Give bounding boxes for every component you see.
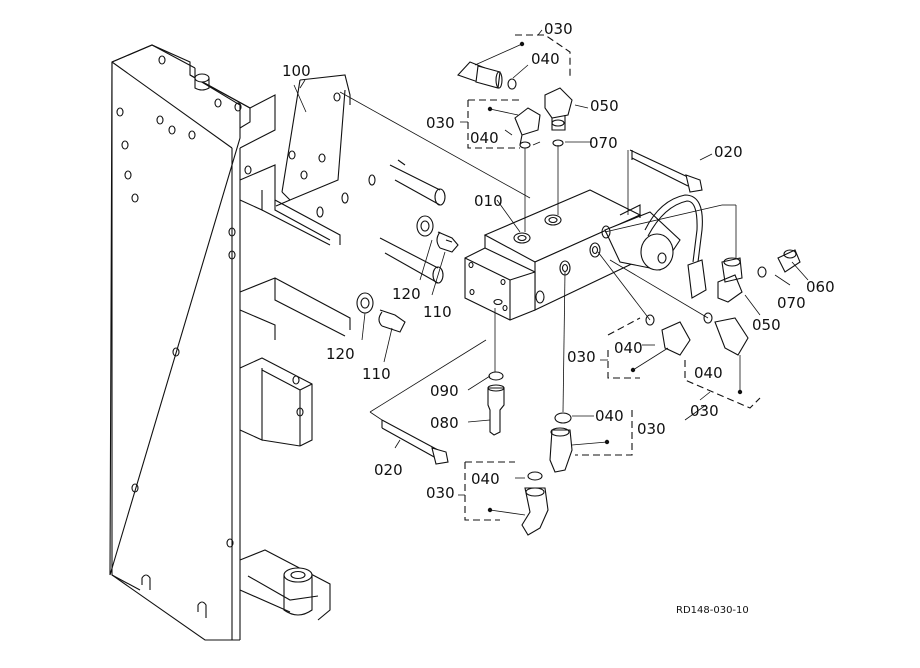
part-100-plate xyxy=(275,74,351,207)
frame-bracket xyxy=(109,44,351,641)
fitting-lower-elbow-2 xyxy=(521,471,549,536)
part-020-bolt-upper xyxy=(629,149,703,193)
label-030-top: 030 xyxy=(544,20,573,38)
fitting-lower-elbow-1 xyxy=(549,412,573,473)
label-120-upper: 120 xyxy=(392,285,421,303)
label-040-upper-left: 040 xyxy=(470,129,499,147)
pins xyxy=(316,159,446,284)
label-050-top: 050 xyxy=(590,97,619,115)
label-070-top: 070 xyxy=(589,134,618,152)
label-090: 090 xyxy=(430,382,459,400)
label-100: 100 xyxy=(282,62,311,80)
fitting-right-elbow-1 xyxy=(645,314,691,356)
fitting-right-elbow-2 xyxy=(703,312,749,356)
label-030-mid: 030 xyxy=(567,348,596,366)
leader-lines xyxy=(299,64,809,479)
label-050-right: 050 xyxy=(752,316,781,334)
fitting-050-right xyxy=(717,257,743,303)
label-040-mid: 040 xyxy=(614,339,643,357)
label-020-upper: 020 xyxy=(714,143,743,161)
label-030-upper-left: 030 xyxy=(426,114,455,132)
label-020-lower: 020 xyxy=(374,461,403,479)
label-030-lower: 030 xyxy=(637,420,666,438)
label-110-upper: 110 xyxy=(423,303,452,321)
label-030-bottom: 030 xyxy=(426,484,455,502)
label-040-top: 040 xyxy=(531,50,560,68)
label-010: 010 xyxy=(474,192,503,210)
label-120-lower: 120 xyxy=(326,345,355,363)
part-labels: 010 020 020 030 030 030 030 030 030 040 … xyxy=(282,20,835,616)
plate-holes xyxy=(116,55,304,548)
group-brackets xyxy=(458,29,761,521)
washers-bolts xyxy=(356,215,459,333)
part-020-bolt-lower xyxy=(381,419,449,465)
label-040-bottom: 040 xyxy=(471,470,500,488)
fitting-mid-elbow xyxy=(514,107,541,149)
part-010-valve-block xyxy=(464,189,707,321)
fitting-050-top xyxy=(544,87,573,147)
label-080: 080 xyxy=(430,414,459,432)
fitting-060 xyxy=(757,249,801,278)
label-070-right: 070 xyxy=(777,294,806,312)
label-110-lower: 110 xyxy=(362,365,391,383)
label-040-right: 040 xyxy=(694,364,723,382)
label-040-lower: 040 xyxy=(595,407,624,425)
reference-code: RD148-030-10 xyxy=(676,605,749,616)
fitting-top-elbow xyxy=(457,61,517,90)
label-030-right: 030 xyxy=(690,402,719,420)
fitting-080 xyxy=(487,371,505,436)
label-060: 060 xyxy=(806,278,835,296)
